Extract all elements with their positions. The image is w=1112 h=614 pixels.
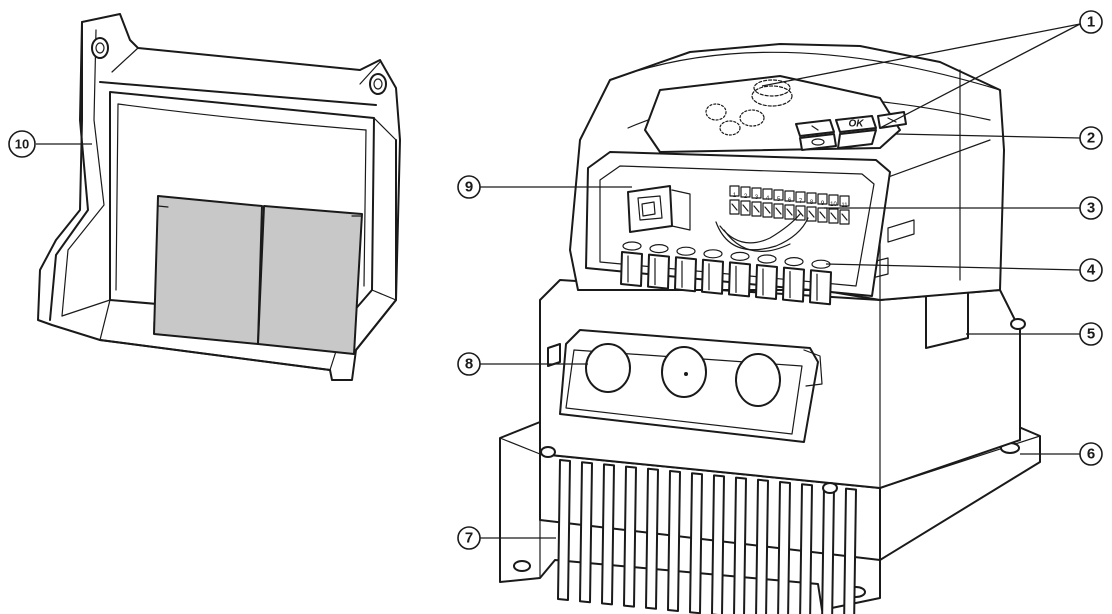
control-terminal: 10 (828, 194, 839, 224)
terminal-number: 2 (744, 194, 748, 200)
terminal-number: 5 (777, 197, 781, 203)
mounting-slot-left (513, 560, 531, 572)
ok-button-label: OK (849, 119, 865, 130)
cooling-fin (557, 459, 571, 601)
cable-gland-center (661, 346, 707, 398)
power-terminal (647, 244, 670, 290)
power-terminal (755, 254, 778, 300)
cooling-fin (579, 461, 593, 604)
control-terminal: 4 (762, 188, 773, 218)
terminal-number: 10 (830, 202, 837, 208)
terminal-number: 1 (733, 193, 737, 199)
callout-1-label: 1 (1087, 14, 1095, 31)
cooling-fin (755, 478, 769, 614)
control-terminal: 7 (795, 191, 806, 221)
callout-9-label: 9 (465, 179, 473, 196)
callout-4: 4 (1079, 258, 1103, 282)
cooling-fin (799, 483, 813, 614)
cooling-fin (601, 463, 615, 606)
control-terminal: 1 (729, 185, 740, 215)
callout-8-label: 8 (465, 356, 473, 373)
terminal-number: 3 (755, 195, 759, 201)
keypad-button-arrow-down[interactable] (799, 133, 837, 151)
power-terminal (620, 241, 643, 287)
ok-button[interactable] (835, 115, 877, 133)
control-terminal: 3 (751, 187, 762, 217)
power-terminal (701, 249, 724, 295)
power-terminal (782, 257, 805, 303)
terminal-number: 6 (788, 198, 792, 204)
cable-gland-right (735, 353, 781, 407)
callout-2-label: 2 (1087, 130, 1095, 147)
power-terminal-strip (620, 241, 832, 306)
callout-leaders (36, 23, 1081, 539)
cooling-fin (821, 485, 835, 614)
callout-3-label: 3 (1087, 200, 1095, 217)
cooling-fin (645, 467, 659, 610)
callout-5-label: 5 (1087, 326, 1095, 343)
power-terminal (728, 251, 751, 298)
cooling-fins (557, 459, 857, 614)
keypad-button-stop[interactable] (837, 129, 877, 149)
callout-2: 2 (1079, 126, 1103, 150)
control-terminal: 2 (740, 186, 751, 216)
callout-8: 8 (457, 352, 481, 376)
label-plate-left (153, 195, 263, 345)
cooling-fin (843, 487, 857, 614)
cooling-fin (777, 481, 791, 614)
callout-6: 6 (1079, 442, 1103, 466)
terminal-number: 11 (841, 203, 848, 209)
control-terminal: 9 (817, 193, 828, 223)
callout-3: 3 (1079, 196, 1103, 220)
control-terminal: 11 (839, 195, 850, 225)
front-cover (37, 13, 401, 381)
control-terminal: 8 (806, 192, 817, 222)
callout-5: 5 (1079, 322, 1103, 346)
control-terminal-strip: 1 2 3 4 5 6 7 8 9 10 11 (729, 185, 850, 225)
rj45-interface (627, 185, 691, 233)
control-terminal: 6 (784, 190, 795, 220)
terminal-number: 7 (799, 199, 803, 205)
frequency-inverter: OK 1 2 3 4 5 6 7 8 9 10 11 (499, 43, 1041, 614)
cooling-fin (623, 465, 637, 608)
terminal-number: 9 (821, 201, 825, 207)
cooling-fin (689, 472, 703, 614)
cooling-fin (711, 474, 725, 614)
terminal-number: 4 (766, 196, 770, 202)
control-terminal: 5 (773, 189, 784, 219)
label-plate-right (257, 205, 363, 355)
callout-9: 9 (457, 175, 481, 199)
callout-10: 10 (8, 130, 36, 158)
callout-10-label: 10 (15, 137, 29, 152)
terminal-number: 8 (810, 200, 814, 206)
power-terminal (674, 246, 697, 293)
callout-7: 7 (457, 526, 481, 550)
cable-gland-left (585, 343, 631, 393)
potentiometer-knob (705, 79, 793, 136)
callout-4-label: 4 (1087, 262, 1096, 279)
cooling-fin (667, 470, 681, 612)
keypad: OK (795, 111, 907, 151)
power-terminal (809, 259, 832, 306)
callout-7-label: 7 (465, 530, 473, 547)
cooling-fin (733, 476, 747, 614)
callout-1: 1 (1079, 10, 1103, 34)
callout-6-label: 6 (1087, 446, 1095, 463)
